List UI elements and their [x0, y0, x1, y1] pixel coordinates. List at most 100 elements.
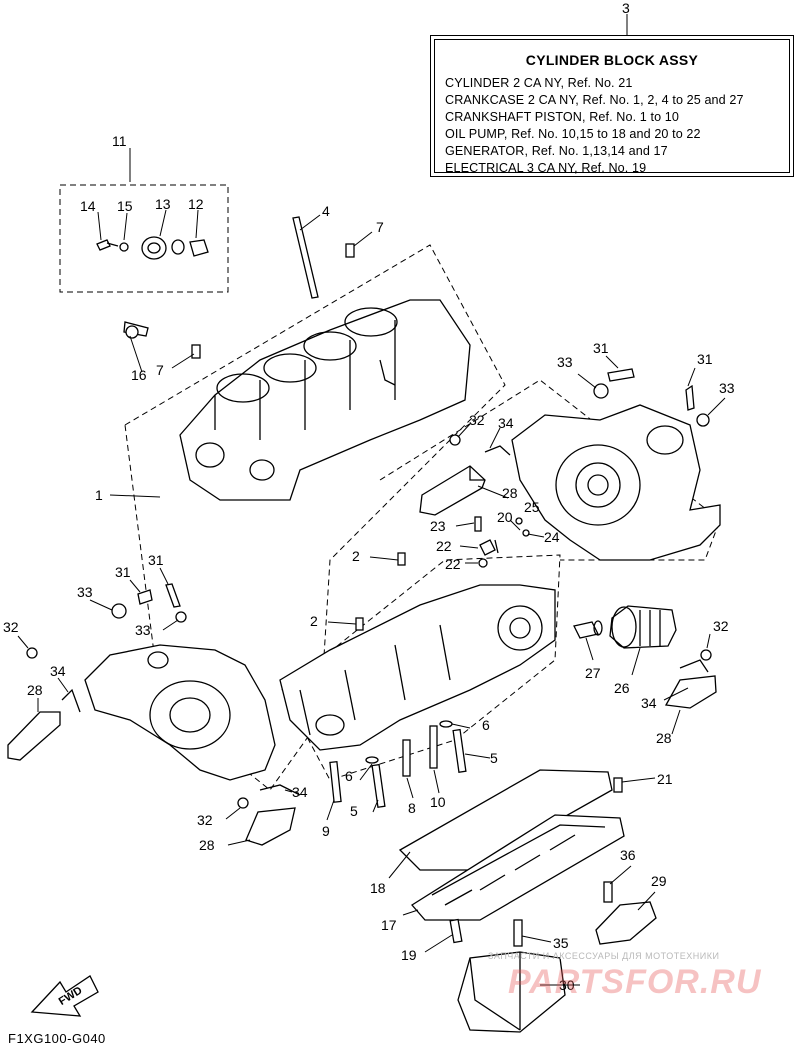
- callout: 34: [292, 784, 308, 800]
- watermark-caption: ЗАПЧАСТИ И АКСЕССУАРЫ ДЛЯ МОТОТЕХНИКИ: [488, 951, 720, 961]
- callout: 34: [498, 415, 514, 431]
- plate-30: [457, 951, 566, 1033]
- box-line: CRANKSHAFT PISTON, Ref. No. 1 to 10: [445, 110, 679, 124]
- diagram-code: F1XG100-G040: [8, 1031, 106, 1046]
- callout: 31: [115, 564, 131, 580]
- callout: 34: [641, 695, 657, 711]
- seal-13: [141, 236, 167, 260]
- bolt-32d: [700, 649, 712, 661]
- callout: 7: [156, 362, 164, 378]
- callout: 2: [310, 613, 318, 629]
- callout: 27: [585, 665, 601, 681]
- box-line: CYLINDER 2 CA NY, Ref. No. 21: [445, 76, 633, 90]
- callout: 6: [482, 717, 490, 733]
- callout: 34: [50, 663, 66, 679]
- dowel-pin-7b: [191, 344, 201, 359]
- callout: 28: [27, 682, 43, 698]
- callout: 5: [350, 803, 358, 819]
- callout: 18: [370, 880, 386, 896]
- damper-29: [595, 901, 657, 945]
- lower-crankcase: [279, 584, 556, 751]
- o-ring-25: [522, 529, 530, 537]
- bolt-8: [402, 739, 411, 777]
- callout: 8: [408, 800, 416, 816]
- drain-bolt-19: [449, 918, 463, 944]
- mount-28-left: [7, 711, 61, 761]
- callout: 6: [345, 768, 353, 784]
- bolt-31c: [137, 589, 153, 605]
- bolt-31d: [165, 583, 181, 608]
- bolt-5a: [452, 728, 467, 773]
- callout: 31: [697, 351, 713, 367]
- right-cover-outline: [379, 379, 721, 561]
- washer-15: [119, 242, 129, 252]
- bolt-32b: [26, 647, 38, 659]
- callout: 21: [657, 771, 673, 787]
- oil-filter-26: [609, 605, 677, 649]
- callout: 31: [148, 552, 164, 568]
- callout: 36: [620, 847, 636, 863]
- callout: 32: [3, 619, 19, 635]
- callout: 19: [401, 947, 417, 963]
- callout: 13: [155, 196, 171, 212]
- callout: 2: [352, 548, 360, 564]
- callout: 28: [199, 837, 215, 853]
- bolt-32a: [449, 434, 461, 446]
- callout: 25: [524, 499, 540, 515]
- callout: 35: [553, 935, 569, 951]
- pipe-21: [479, 539, 496, 556]
- plug-12: [189, 239, 209, 257]
- clip-34b: [61, 688, 81, 713]
- clip-34c: [259, 784, 301, 796]
- union-bolt-27: [573, 620, 603, 639]
- callout: 17: [381, 917, 397, 933]
- gasket-18: [398, 769, 613, 871]
- bolt-36: [603, 881, 613, 903]
- bolt-9: [329, 760, 342, 803]
- callout: 15: [117, 198, 133, 214]
- callout-3: 3: [622, 0, 630, 16]
- box-title: CYLINDER BLOCK ASSY: [525, 52, 699, 68]
- callout: 32: [197, 812, 213, 828]
- callout: 22: [445, 556, 461, 572]
- washer-6b: [365, 756, 379, 764]
- callout: 9: [322, 823, 330, 839]
- right-cover: [511, 404, 721, 561]
- callout: 5: [490, 750, 498, 766]
- callout: 22: [436, 538, 452, 554]
- callout: 32: [713, 618, 729, 634]
- callout: 12: [188, 196, 204, 212]
- box-line: GENERATOR, Ref. No. 1,13,14 and 17: [445, 144, 668, 158]
- bolt-10: [429, 725, 438, 769]
- bolt-32c: [237, 797, 249, 809]
- callout: 30: [559, 977, 575, 993]
- box-line: OIL PUMP, Ref. No. 10,15 to 18 and 20 to…: [445, 127, 701, 141]
- bolt-31b: [685, 384, 695, 411]
- callout: 33: [135, 622, 151, 638]
- callout: 33: [719, 380, 735, 396]
- callout: 7: [376, 219, 384, 235]
- bolt-5b: [371, 763, 386, 808]
- o-ring-13: [171, 239, 185, 255]
- callout: 29: [651, 873, 667, 889]
- dowel-pin-2a: [397, 552, 406, 566]
- mount-28-right: [664, 675, 717, 709]
- mount-28-top: [419, 465, 486, 516]
- callout: 33: [77, 584, 93, 600]
- box-line: ELECTRICAL 3 CA NY, Ref. No. 19: [445, 161, 647, 175]
- washer-33b: [696, 413, 710, 427]
- callout: 24: [544, 529, 560, 545]
- upper-crankcase: [179, 299, 471, 501]
- info-box-inner: CYLINDER BLOCK ASSY CYLINDER 2 CA NY, Re…: [434, 39, 790, 175]
- assembly-info-box: CYLINDER BLOCK ASSY CYLINDER 2 CA NY, Re…: [430, 35, 794, 177]
- parts: [7, 216, 721, 1033]
- group-11-outline: [59, 184, 229, 293]
- clip-34d: [679, 659, 709, 673]
- dowel-pin-7a: [345, 243, 355, 258]
- bolt-31a: [607, 368, 635, 382]
- callout: 14: [80, 198, 96, 214]
- washer-6a: [439, 720, 453, 728]
- callout: 4: [322, 203, 330, 219]
